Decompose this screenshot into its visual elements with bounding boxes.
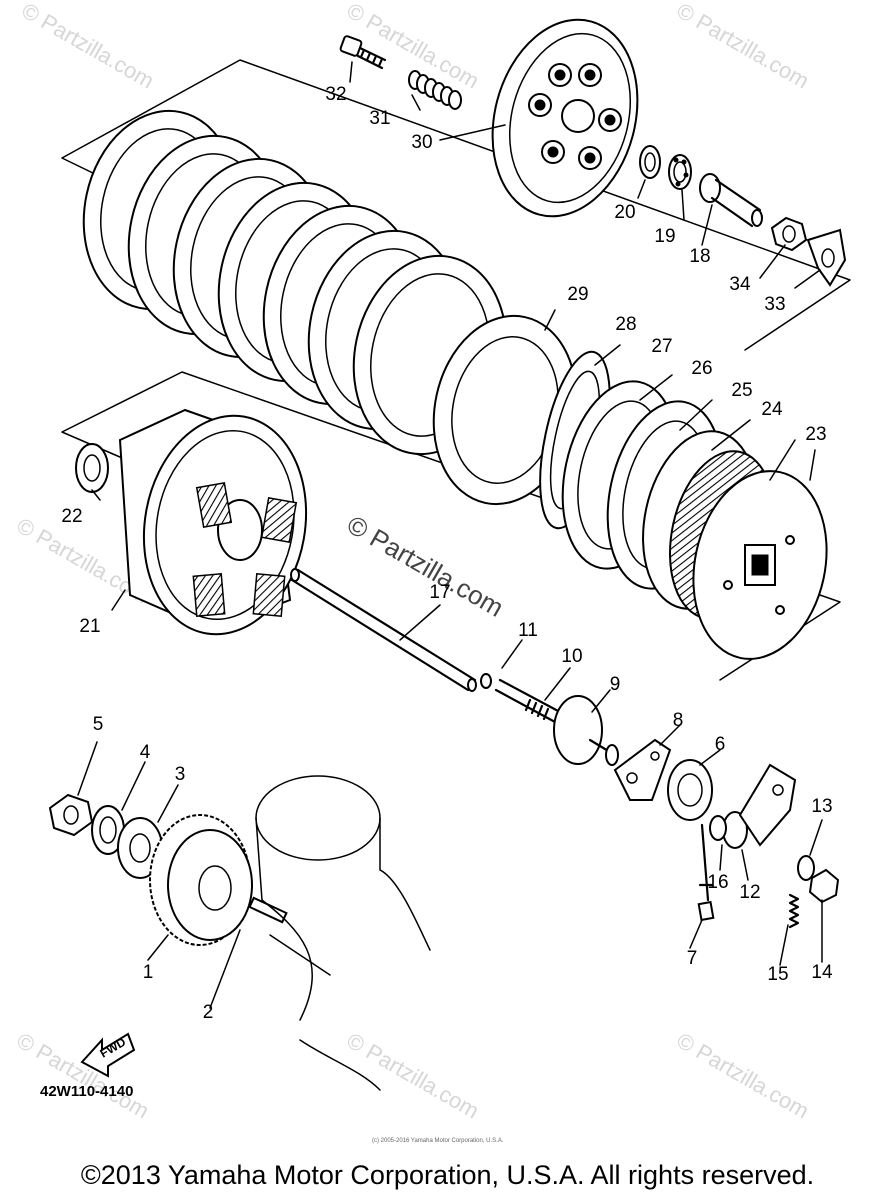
washer-13 bbox=[797, 855, 815, 881]
part-label-9: 9 bbox=[610, 674, 621, 695]
part-label-33: 33 bbox=[764, 294, 785, 315]
push-rod-18 bbox=[699, 173, 763, 228]
spring-31 bbox=[408, 70, 462, 110]
push-rod-17 bbox=[290, 568, 477, 692]
part-number-labels: 32 31 30 20 19 18 34 33 29 28 27 26 25 2… bbox=[61, 84, 833, 1023]
part-label-8: 8 bbox=[673, 710, 684, 731]
watermark: © Partzilla.com bbox=[18, 0, 159, 93]
center-watermark: © Partzilla.com bbox=[342, 509, 509, 623]
lock-washer-33 bbox=[806, 228, 847, 287]
key-2 bbox=[248, 896, 288, 924]
part-label-27: 27 bbox=[651, 336, 672, 357]
fwd-arrow: FWD bbox=[80, 1032, 136, 1078]
part-label-11: 11 bbox=[518, 620, 538, 641]
washer-22 bbox=[75, 443, 109, 493]
part-label-24: 24 bbox=[761, 399, 783, 420]
pin-7 bbox=[697, 823, 715, 922]
part-label-21: 21 bbox=[79, 616, 100, 637]
part-label-17: 17 bbox=[429, 582, 450, 603]
watermark: © Partzilla.com bbox=[13, 1028, 154, 1124]
part-label-20: 20 bbox=[614, 202, 635, 223]
lever-12 bbox=[722, 763, 797, 849]
watermark: © Partzilla.com bbox=[673, 0, 814, 93]
clutch-plate-stack bbox=[82, 109, 578, 506]
nut-14 bbox=[808, 868, 840, 904]
part-label-12: 12 bbox=[739, 882, 760, 903]
part-label-18: 18 bbox=[689, 246, 710, 267]
part-label-14: 14 bbox=[811, 962, 833, 983]
part-label-6: 6 bbox=[715, 734, 726, 755]
part-label-19: 19 bbox=[654, 226, 675, 247]
primary-drive-gear-1 bbox=[149, 814, 253, 946]
part-label-32: 32 bbox=[325, 84, 346, 105]
clutch-housing-21 bbox=[118, 408, 308, 636]
copyright-footer: ©2013 Yamaha Motor Corporation, U.S.A. A… bbox=[80, 1160, 815, 1190]
pressure-plate-30 bbox=[491, 18, 639, 218]
spring-15 bbox=[788, 893, 800, 929]
diagram-code: 42W110-4140 bbox=[40, 1083, 133, 1100]
nut-34 bbox=[770, 216, 808, 252]
push-lever-shaft-10 bbox=[494, 678, 562, 724]
part-label-2: 2 bbox=[203, 1002, 214, 1023]
part-label-7: 7 bbox=[687, 948, 698, 969]
part-label-25: 25 bbox=[731, 380, 752, 401]
part-label-5: 5 bbox=[93, 714, 104, 735]
o-ring-11 bbox=[480, 673, 492, 689]
part-label-28: 28 bbox=[615, 314, 636, 335]
bearing-19 bbox=[668, 154, 692, 190]
part-label-15: 15 bbox=[767, 964, 788, 985]
collar-16 bbox=[709, 815, 727, 841]
bush-6 bbox=[667, 759, 713, 821]
part-label-16: 16 bbox=[707, 872, 728, 893]
part-label-10: 10 bbox=[561, 646, 582, 667]
part-label-1: 1 bbox=[143, 962, 154, 983]
nut-5 bbox=[48, 793, 94, 837]
part-label-34: 34 bbox=[729, 274, 751, 295]
part-label-13: 13 bbox=[811, 796, 832, 817]
part-label-31: 31 bbox=[369, 108, 390, 129]
bolt-32 bbox=[339, 35, 387, 70]
part-label-3: 3 bbox=[175, 764, 186, 785]
part-label-30: 30 bbox=[411, 132, 432, 153]
part-label-22: 22 bbox=[61, 506, 82, 527]
watermark: © Partzilla.com bbox=[343, 1028, 484, 1124]
part-label-29: 29 bbox=[567, 284, 588, 305]
part-label-26: 26 bbox=[691, 358, 712, 379]
part-label-4: 4 bbox=[140, 742, 151, 763]
lever-9 bbox=[553, 695, 619, 766]
leader-lines bbox=[77, 61, 823, 1009]
small-print: (c) 2005-2016 Yamaha Motor Corporation, … bbox=[372, 1138, 504, 1144]
plate-8 bbox=[613, 738, 672, 801]
watermark: © Partzilla.com bbox=[673, 1028, 814, 1124]
part-label-23: 23 bbox=[805, 424, 826, 445]
washer-20 bbox=[639, 145, 661, 179]
clutch-boss-23 bbox=[692, 470, 828, 660]
crankshaft-outline bbox=[255, 775, 431, 1091]
